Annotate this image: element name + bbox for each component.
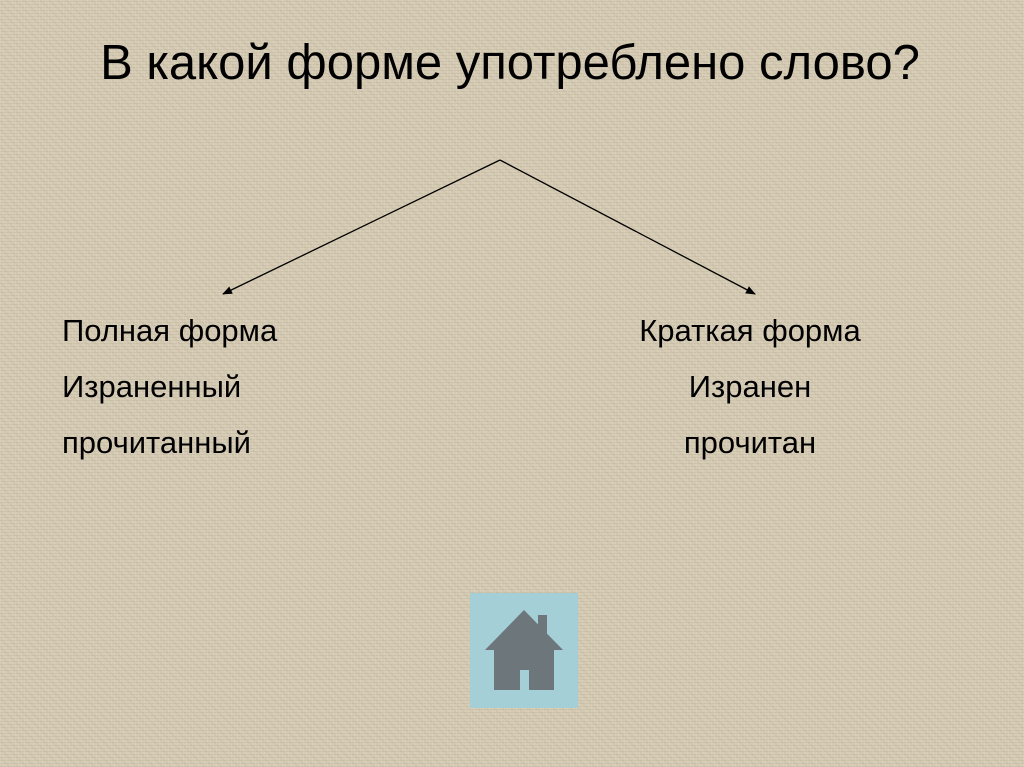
- home-button[interactable]: [470, 593, 578, 708]
- full-form-heading: Полная форма: [62, 313, 278, 348]
- short-form-word-1: Изранен: [688, 369, 812, 404]
- short-form-word-2: прочитан: [683, 425, 817, 460]
- full-form-word-1: Израненный: [62, 369, 242, 404]
- short-form-heading: Краткая форма: [639, 313, 861, 348]
- arrow-right: [499, 159, 756, 295]
- home-icon: [485, 610, 563, 690]
- slide-title: В какой форме употреблено слово?: [100, 36, 920, 90]
- arrow-left: [222, 159, 501, 295]
- full-form-word-2: прочитанный: [62, 425, 251, 460]
- full-form-column: Полная форма Израненный прочитанный: [62, 303, 442, 471]
- short-form-column: Краткая форма Изранен прочитан: [560, 303, 940, 471]
